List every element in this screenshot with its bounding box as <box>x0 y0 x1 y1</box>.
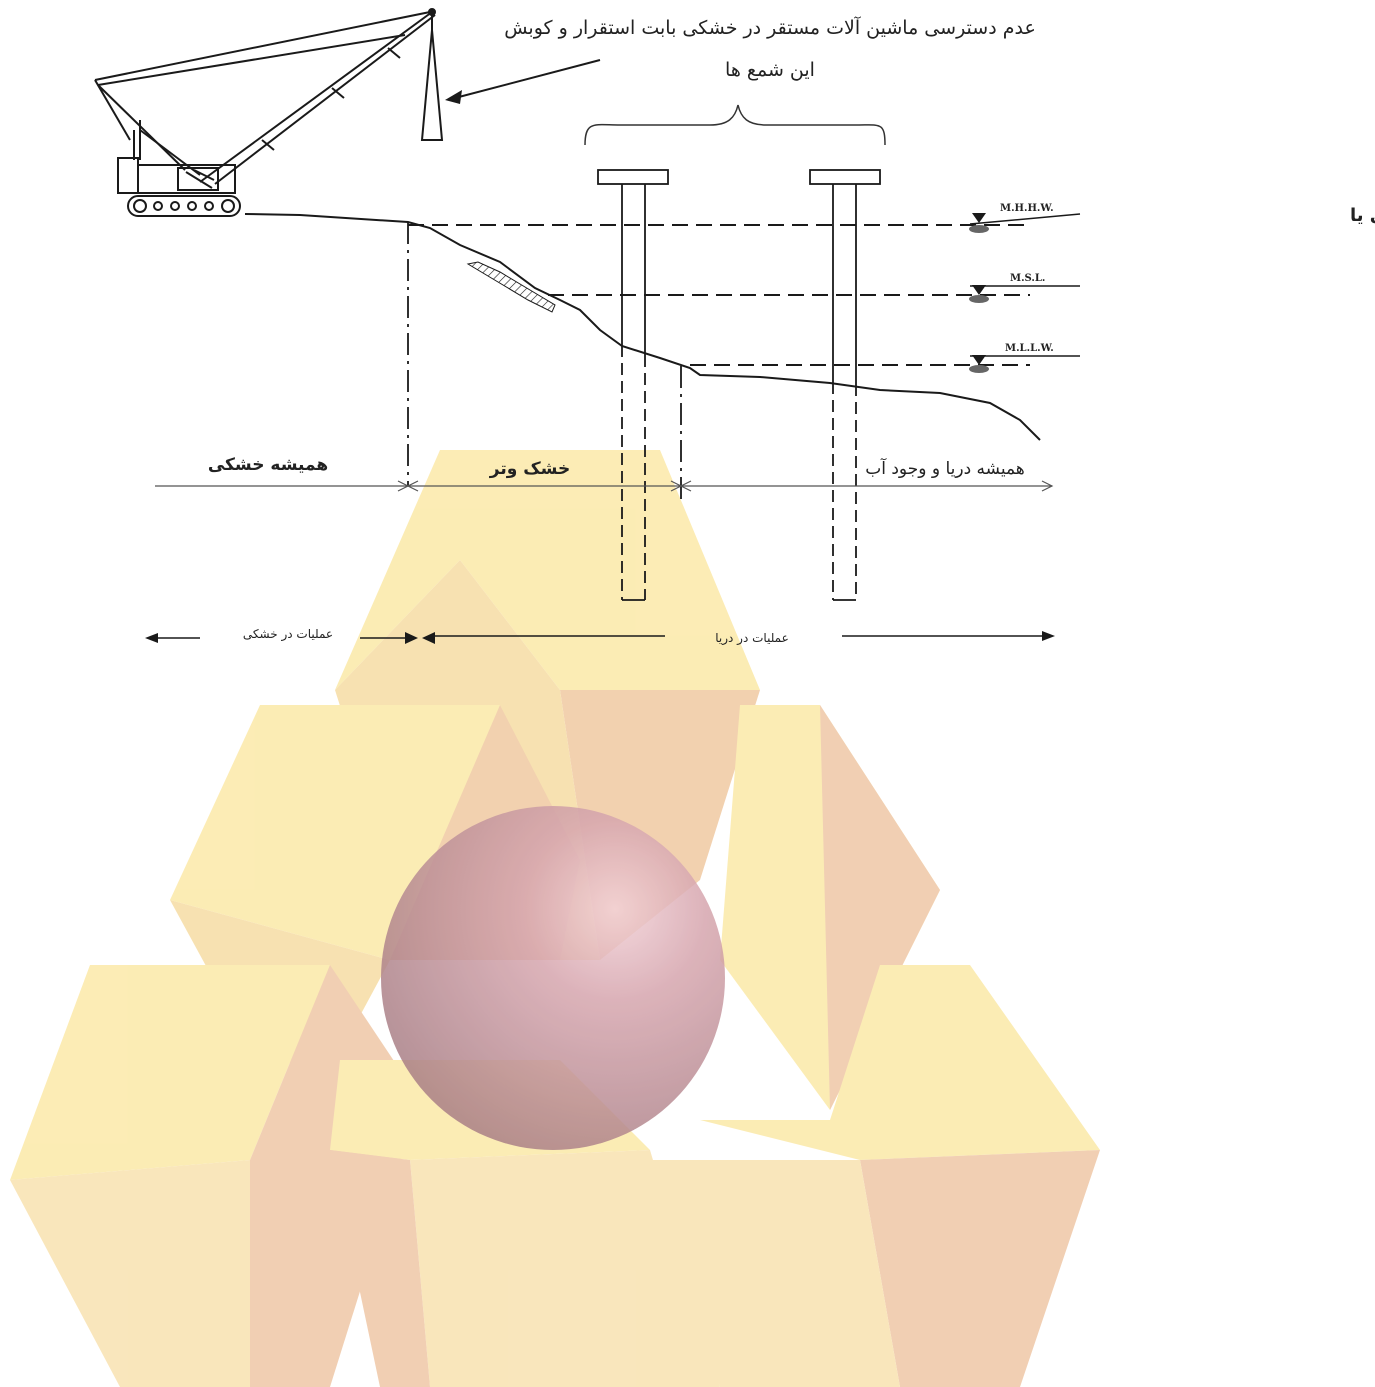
water-level-mllw: M.L.L.W. <box>690 343 1080 373</box>
note-line-2: این شمع ها <box>725 59 815 81</box>
zone-wet-dry: خشک وتر <box>489 459 570 479</box>
slope-hatch <box>466 261 556 313</box>
zone-always-sea: همیشه دریا و وجود آب <box>865 457 1025 479</box>
watermark-logo <box>10 450 1100 1387</box>
note-line-1: عدم دسترسی ماشین آلات مستقر در خشکی بابت… <box>504 15 1036 39</box>
seabed-profile <box>244 213 1041 441</box>
zone-always-dry: همیشه خشکی <box>208 455 328 475</box>
operations-axis <box>145 631 1055 644</box>
msl-label: M.S.L. <box>1010 273 1045 284</box>
datum-label: تراز صفر اشل سرسره بندر انزلی یا <box>1350 205 1375 226</box>
note-pointer-arrowhead <box>445 90 462 104</box>
operations-land: عملیات در خشکی <box>243 627 333 642</box>
note-pointer-line <box>454 59 601 99</box>
zones-axis <box>155 480 1054 492</box>
mhhw-label: M.H.H.W. <box>1000 203 1054 214</box>
water-level-msl: M.S.L. <box>548 273 1080 303</box>
pile-1 <box>597 169 669 601</box>
mllw-label: M.L.L.W. <box>1005 343 1054 354</box>
operations-sea: عملیات در دریا <box>715 631 789 646</box>
pile-2 <box>809 169 881 601</box>
lifted-pile <box>420 14 444 141</box>
water-level-mhhw: M.H.H.W. <box>408 203 1081 233</box>
watermark-sphere <box>381 806 725 1150</box>
piles-brace <box>584 104 886 146</box>
crawler-crane <box>94 8 436 217</box>
